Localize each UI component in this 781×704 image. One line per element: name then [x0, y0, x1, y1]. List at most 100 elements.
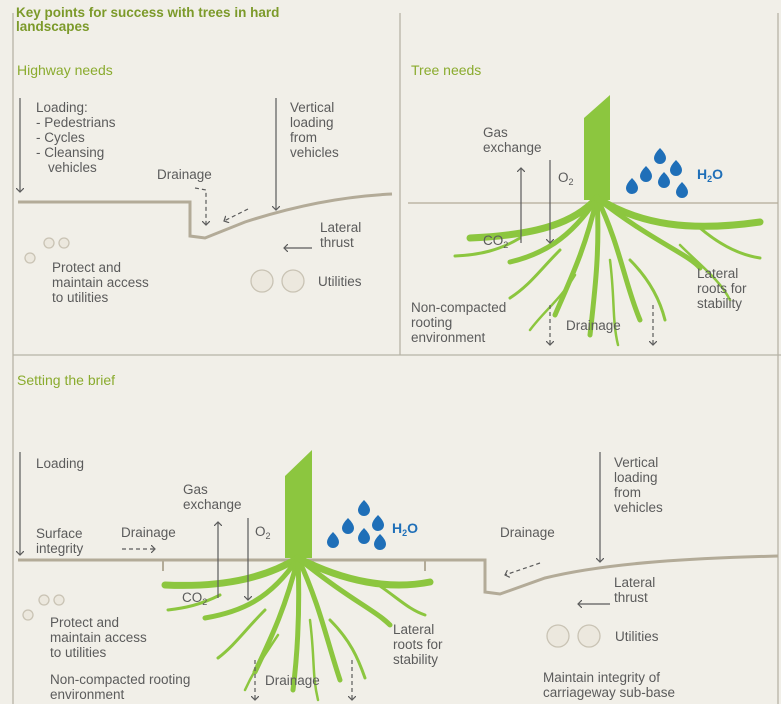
brief-vertical-line-1: Vertical: [614, 455, 659, 470]
brief-lateral-line-1: Lateral: [614, 575, 656, 590]
loading-item-cycles: - Cycles: [36, 130, 85, 145]
o2-text: O: [558, 170, 569, 185]
brief-co2-label: CO2: [182, 590, 207, 610]
brief-protect-line-1: Protect and: [50, 615, 120, 630]
highway-needs-heading: Highway needs: [17, 62, 113, 78]
brief-h2o-text: H: [392, 520, 403, 536]
brief-o2-text: O: [255, 524, 266, 539]
tree-co2-label: CO2: [483, 233, 508, 253]
lateral-line-1: Lateral: [320, 220, 362, 235]
protect-line-1: Protect and: [52, 260, 122, 275]
tree-non-compacted-label: Non-compacted rooting environment: [411, 300, 506, 345]
gas-line-1: Gas: [483, 125, 508, 140]
brief-lateral-roots-line-1: Lateral: [393, 622, 435, 637]
maintain-line-2: carriageway sub-base: [543, 685, 676, 700]
tree-o2-label: O2: [558, 170, 574, 190]
tree-needs-heading: Tree needs: [411, 62, 482, 78]
h2o-subscript: 2: [707, 174, 713, 184]
brief-h2o-label: H2O: [392, 520, 418, 538]
surface-line-2: integrity: [36, 541, 84, 556]
vertical-line-4: vehicles: [290, 145, 339, 160]
highway-protect-label: Protect and maintain access to utilities: [52, 260, 149, 305]
brief-lateral-roots-label: Lateral roots for stability: [393, 622, 443, 667]
non-compacted-line-2: rooting: [411, 315, 453, 330]
brief-co2-text: CO: [182, 590, 203, 605]
brief-vertical-line-4: vehicles: [614, 500, 663, 515]
drainage-arrow-left: [224, 208, 249, 221]
loading-heading: Loading:: [36, 100, 88, 115]
vertical-line-1: Vertical: [290, 100, 335, 115]
brief-utilities-label: Utilities: [615, 629, 659, 644]
non-compacted-line-1: Non-compacted: [411, 300, 507, 315]
brief-gas-label: Gas exchange: [183, 482, 242, 512]
diagram-title: Key points for success with trees in har…: [16, 5, 280, 34]
tree-drainage-label: Drainage: [566, 318, 621, 333]
brief-h2o-end: O: [407, 520, 419, 536]
highway-ground-line: [18, 192, 393, 240]
brief-lateral-line-2: thrust: [614, 590, 648, 605]
brief-o2-subscript: 2: [265, 531, 271, 541]
brief-lateral-roots-line-2: roots for: [393, 637, 443, 652]
brief-protect-line-3: to utilities: [50, 645, 107, 660]
protect-line-2: maintain access: [52, 275, 149, 290]
non-compacted-line-3: environment: [411, 330, 486, 345]
surface-line-1: Surface: [36, 526, 83, 541]
tree-needs-tree: [453, 95, 764, 347]
brief-protect-label: Protect and maintain access to utilities: [50, 615, 147, 660]
protect-line-3: to utilities: [52, 290, 109, 305]
co2-text: CO: [483, 233, 504, 248]
brief-loading-label: Loading: [36, 456, 85, 471]
brief-tree: [161, 450, 434, 702]
drainage-arrow-down: [194, 187, 206, 225]
brief-o2-label: O2: [255, 524, 271, 544]
tree-lateral-roots-label: Lateral roots for stability: [697, 266, 747, 311]
tree-h2o-label: H2O: [697, 166, 723, 184]
brief-h2o-subscript: 2: [402, 528, 408, 538]
highway-utility-circles: [24, 237, 305, 293]
brief-co2-subscript: 2: [202, 597, 208, 607]
o2-subscript: 2: [568, 177, 574, 187]
tree-gas-label: Gas exchange: [483, 125, 542, 155]
brief-maintain-label: Maintain integrity of carriageway sub-ba…: [543, 670, 675, 700]
panel-borders: [12, 13, 781, 704]
water-drops-top: [626, 148, 688, 198]
brief-ground-line: [18, 554, 779, 596]
brief-vertical-line-2: loading: [614, 470, 658, 485]
vertical-line-2: loading: [290, 115, 334, 130]
co2-subscript: 2: [503, 240, 509, 250]
gas-line-2: exchange: [483, 140, 542, 155]
brief-gas-line-2: exchange: [183, 497, 242, 512]
brief-utility-circles: [22, 594, 601, 648]
highway-drainage-label: Drainage: [157, 167, 212, 182]
loading-item-pedestrians: - Pedestrians: [36, 115, 116, 130]
setting-brief-heading: Setting the brief: [17, 372, 116, 388]
h2o-text: H: [697, 166, 708, 182]
brief-lateral-label: Lateral thrust: [614, 575, 655, 605]
loading-item-cleansing: - Cleansing: [36, 145, 105, 160]
lateral-roots-line-2: roots for: [697, 281, 747, 296]
brief-non-compacted-label: Non-compacted rooting environment: [50, 672, 191, 702]
brief-drainage-right-label: Drainage: [500, 525, 555, 540]
lateral-line-2: thrust: [320, 235, 354, 250]
loading-item-vehicles: vehicles: [48, 160, 97, 175]
brief-protect-line-2: maintain access: [50, 630, 147, 645]
highway-vertical-label: Vertical loading from vehicles: [290, 100, 339, 160]
brief-gas-line-1: Gas: [183, 482, 208, 497]
vertical-line-3: from: [290, 130, 317, 145]
brief-vertical-label: Vertical loading from vehicles: [614, 455, 663, 515]
highway-lateral-label: Lateral thrust: [320, 220, 361, 250]
brief-drainage-bottom-label: Drainage: [265, 673, 320, 688]
highway-utilities-label: Utilities: [318, 274, 362, 289]
h2o-end: O: [712, 166, 724, 182]
water-drops-bottom: [327, 500, 386, 550]
brief-surface-label: Surface integrity: [36, 526, 83, 556]
brief-vertical-line-3: from: [614, 485, 641, 500]
brief-drainage-left-label: Drainage: [121, 525, 176, 540]
lateral-roots-line-3: stability: [697, 296, 743, 311]
brief-drainage-right-arrow: [505, 562, 541, 575]
maintain-line-1: Maintain integrity of: [543, 670, 661, 685]
brief-lateral-roots-line-3: stability: [393, 652, 439, 667]
highway-loading-label: Loading: - Pedestrians - Cycles - Cleans…: [36, 100, 116, 175]
lateral-roots-line-1: Lateral: [697, 266, 739, 281]
